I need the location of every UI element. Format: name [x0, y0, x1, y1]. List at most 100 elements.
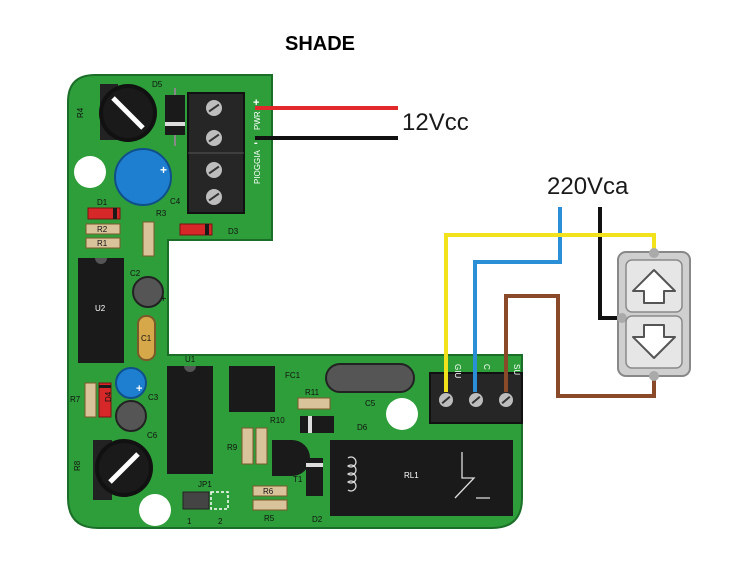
diode-d4-band: [99, 385, 111, 388]
mounting-hole: [386, 398, 418, 430]
label-c6: C6: [147, 431, 158, 440]
diagram-title: SHADE: [285, 33, 355, 55]
switch-contact: [649, 248, 659, 258]
capacitor-c3-plus: +: [136, 383, 142, 395]
label-r1: R1: [97, 239, 108, 248]
label-220vca: 220Vca: [547, 173, 629, 200]
capacitor-c3: [115, 367, 147, 399]
terminal-plus-sign: +: [253, 97, 259, 109]
diode-d5-band: [165, 122, 185, 126]
resistor-r7: [84, 382, 97, 418]
jumper-jp1: [182, 491, 210, 510]
diode-d6: [300, 416, 334, 433]
arrow-up-icon: [632, 269, 676, 304]
capacitor-c1: [137, 315, 156, 361]
label-r2: R2: [97, 225, 108, 234]
switch-contact: [649, 371, 659, 381]
terminal-minus-sign: -: [254, 137, 258, 149]
capacitor-c4-plus: +: [160, 163, 167, 177]
switch-contact: [617, 313, 627, 323]
screw-slot: [501, 396, 511, 404]
mounting-hole: [74, 156, 106, 188]
label-c3: C3: [148, 393, 159, 402]
trimmer-r4-slot: [111, 96, 145, 130]
label-c2: C2: [130, 269, 141, 278]
wire-brown-su: [504, 294, 656, 398]
label-r7: R7: [70, 395, 81, 404]
capacitor-c2-plus: +: [160, 293, 166, 305]
resistor-r9b: [255, 427, 268, 465]
diode-d1-band: [113, 208, 117, 219]
resistor-r1: [85, 237, 121, 249]
screw-slot: [208, 133, 220, 143]
wire-black-phase: [598, 207, 622, 320]
label-d5: D5: [152, 80, 163, 89]
label-r8: R8: [73, 460, 82, 471]
transistor-t1: [272, 440, 310, 476]
label-r3: R3: [156, 209, 167, 218]
label-r6: R6: [263, 487, 274, 496]
ic-u2: [78, 258, 124, 363]
diode-d2: [306, 458, 323, 496]
label-d6: D6: [357, 423, 368, 432]
label-d1: D1: [97, 198, 108, 207]
label-u1: U1: [185, 355, 196, 364]
label-jp1: JP1: [198, 480, 212, 489]
capacitor-c2: [132, 276, 164, 308]
label-r11: R11: [305, 388, 320, 397]
label-pioggia: PIOGGIA: [253, 150, 262, 184]
terminal-label-c: C: [482, 364, 491, 370]
label-r4: R4: [76, 107, 85, 118]
diode-d3-band: [205, 224, 209, 235]
label-c5: C5: [365, 399, 376, 408]
jumper-jp1-open: [210, 491, 229, 510]
label-rl1: RL1: [404, 471, 419, 480]
label-t1: T1: [293, 475, 303, 484]
label-c4: C4: [170, 197, 181, 206]
capacitor-c6: [115, 400, 147, 432]
ic-u1-notch: [184, 366, 196, 372]
relay-rl1: [330, 440, 513, 516]
screw-slot: [208, 192, 220, 202]
resistor-r11: [297, 397, 331, 410]
label-12vcc: 12Vcc: [402, 109, 469, 136]
screw-slot: [471, 396, 481, 404]
screw-slot: [441, 396, 451, 404]
resistor-r9: [241, 427, 254, 465]
label-fc1: FC1: [285, 371, 301, 380]
relay-coil-symbol: [346, 456, 357, 492]
screw-slot: [208, 103, 220, 113]
resistor-r6: [252, 485, 288, 497]
screw-slot: [208, 165, 220, 175]
diode-d3: [179, 223, 213, 236]
resistor-r5: [252, 499, 288, 511]
label-jp1-pin1: 1: [187, 517, 192, 526]
label-d3: D3: [228, 227, 239, 236]
label-r9: R9: [227, 443, 238, 452]
resistor-r2: [85, 223, 121, 235]
label-d2: D2: [312, 515, 323, 524]
label-u2: U2: [95, 304, 106, 313]
label-r10: R10: [270, 416, 285, 425]
label-c1: C1: [141, 334, 152, 343]
capacitor-c4: [114, 148, 172, 206]
diode-d5: [165, 95, 185, 135]
arrow-down-icon: [632, 324, 676, 359]
diode-d6-band: [308, 416, 312, 433]
trimmer-r8-slot: [108, 452, 140, 484]
relay-switch-symbol: [454, 452, 490, 499]
label-pwr: PWR: [253, 111, 262, 130]
diode-d2-band: [306, 463, 323, 467]
wire-yellow-giu: [444, 233, 656, 392]
label-jp1-pin2: 2: [218, 517, 223, 526]
component-fc1: [229, 366, 275, 412]
diode-d1: [87, 207, 121, 220]
label-r5: R5: [264, 514, 275, 523]
resistor-r3: [142, 221, 155, 257]
capacitor-c5: [325, 363, 415, 393]
diode-d4: [98, 382, 112, 418]
mounting-hole: [139, 494, 171, 526]
label-d4: D4: [104, 391, 113, 402]
ic-u2-notch: [95, 258, 107, 264]
